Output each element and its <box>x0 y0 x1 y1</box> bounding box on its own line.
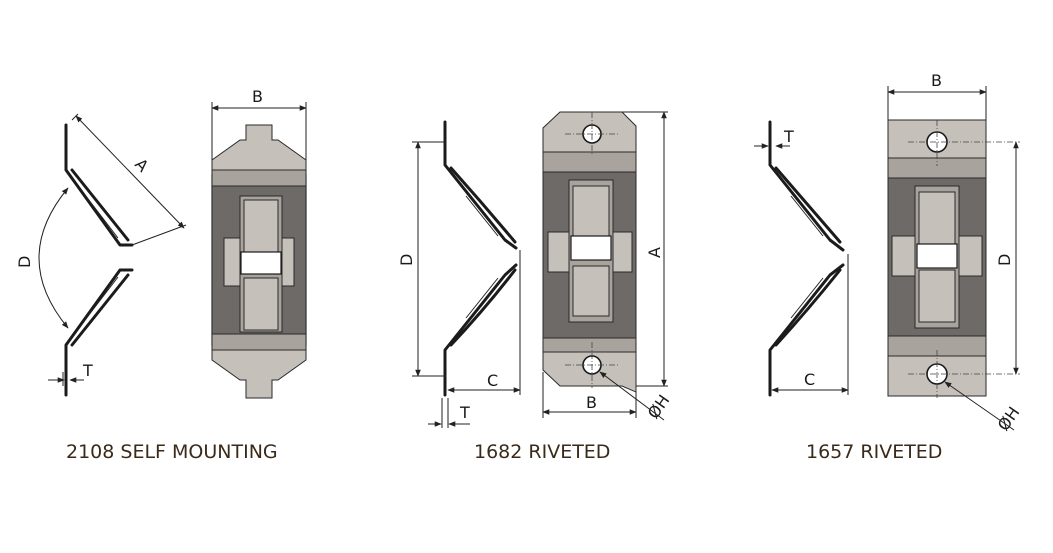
part-2108-front-view: B <box>211 87 307 399</box>
dim-b-label-2: B <box>586 393 597 412</box>
dim-b-label: B <box>252 87 263 106</box>
dim-t-label-3: T <box>783 127 794 146</box>
dim-c-label-2: C <box>804 370 815 389</box>
part-1657: T C B D <box>754 71 1023 434</box>
part-2108: A D T B <box>15 87 307 399</box>
part-1682-side-profile: D C T <box>397 120 521 428</box>
dim-d-label: D <box>15 256 34 268</box>
dim-d-label-2: D <box>397 254 416 266</box>
dim-a-label-2: A <box>645 247 664 258</box>
caption-1657: 1657 RIVETED <box>806 441 942 463</box>
dim-d-label-3: D <box>995 254 1014 266</box>
dim-h-label-2: ØH <box>994 403 1024 434</box>
caption-1682: 1682 RIVETED <box>474 441 610 463</box>
dim-c-label: C <box>487 371 498 390</box>
part-2108-side-profile: A D T <box>15 113 187 397</box>
dim-t-label: T <box>82 361 93 380</box>
part-1657-side-profile: T C <box>754 120 849 397</box>
part-1657-front-view: B D ØH <box>887 71 1024 434</box>
part-1682-front-view: A B ØH <box>542 111 674 422</box>
part-1682: D C T <box>397 111 674 428</box>
dim-a-label: A <box>131 155 152 176</box>
dim-t-label-2: T <box>459 403 470 422</box>
dim-h-label: ØH <box>644 391 674 422</box>
caption-2108: 2108 SELF MOUNTING <box>66 441 278 463</box>
dim-b-label-3: B <box>931 71 942 90</box>
